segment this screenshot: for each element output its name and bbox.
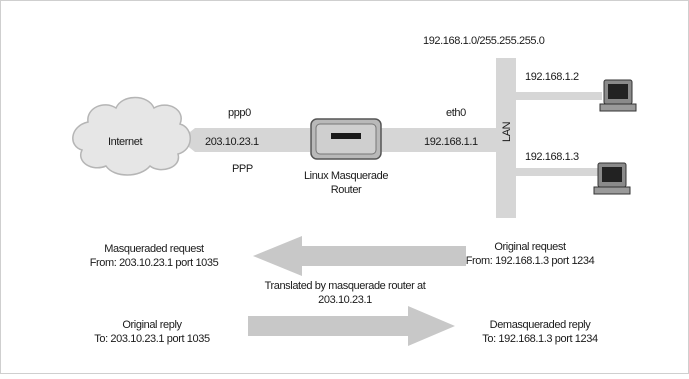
lan-label: LAN — [501, 121, 513, 142]
internet-label: Internet — [108, 136, 142, 148]
host2-link — [516, 168, 602, 176]
orig-request-detail: From: 192.168.1.3 port 1234 — [466, 255, 595, 267]
ppp0-ip: 203.10.23.1 — [205, 136, 259, 148]
masq-request-title: Masqueraded request — [104, 243, 204, 255]
ppp-label: PPP — [232, 163, 253, 175]
computer-icon — [593, 162, 631, 195]
reply-arrow — [248, 306, 455, 346]
orig-request-title: Original request — [494, 241, 566, 253]
computer-icon — [599, 79, 637, 112]
orig-reply-detail: To: 203.10.23.1 port 1035 — [94, 333, 210, 345]
host1-ip: 192.168.1.2 — [525, 71, 579, 83]
router-icon — [310, 118, 382, 160]
network-label: 192.168.1.0/255.255.255.0 — [423, 35, 545, 47]
ppp0-label: ppp0 — [228, 107, 251, 119]
router-label-line1: Linux Masquerade — [304, 170, 388, 182]
router-label-line2: Router — [331, 184, 362, 196]
eth0-ip: 192.168.1.1 — [424, 136, 478, 148]
eth0-label: eth0 — [446, 107, 466, 119]
internet-cloud — [72, 96, 191, 176]
translated-line2: 203.10.23.1 — [318, 294, 372, 306]
demasq-reply-title: Demasqueraded reply — [490, 319, 592, 331]
ppp0-link — [180, 128, 310, 152]
request-arrow — [253, 236, 466, 276]
demasq-reply-detail: To: 192.168.1.3 port 1234 — [482, 333, 598, 345]
host2-ip: 192.168.1.3 — [525, 151, 579, 163]
eth0-link — [380, 128, 496, 152]
orig-reply-title: Original reply — [122, 319, 182, 331]
masq-request-detail: From: 203.10.23.1 port 1035 — [90, 257, 219, 269]
translated-line1: Translated by masquerade router at — [265, 280, 426, 292]
host1-link — [516, 92, 602, 100]
lan-bar — [496, 58, 516, 218]
